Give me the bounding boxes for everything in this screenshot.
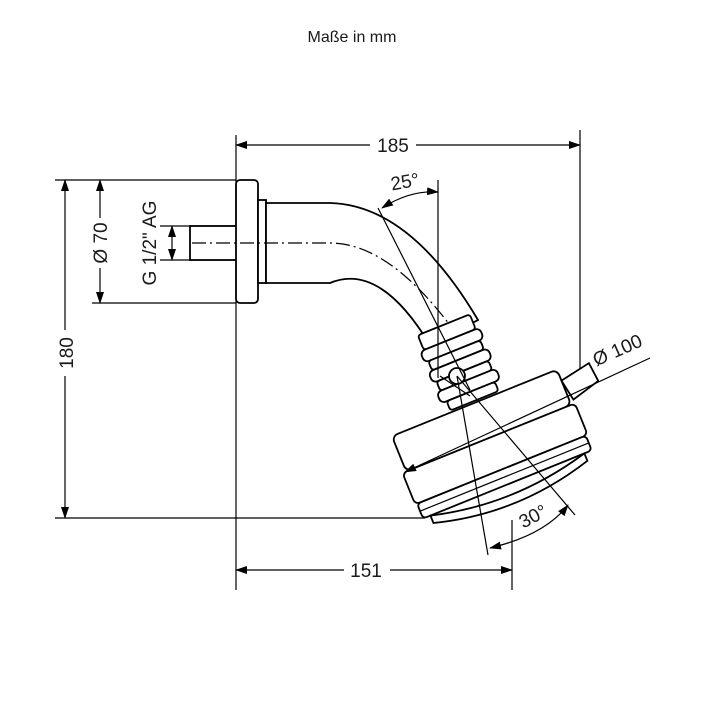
dim-thread-label: G 1/2" AG [140,201,161,286]
dim-width-total-label: 185 [377,136,409,157]
dim-width-outlet-label: 151 [350,561,382,582]
arc-angle-arm [381,187,439,209]
extension-lines [55,130,581,590]
units-caption: Maße in mm [308,29,397,46]
arc-angle-head [489,504,569,550]
dim-angle-head-label: 30° [516,501,551,533]
angle-construction-lines [377,180,576,556]
shower-fixture [189,179,600,524]
dim-height-total-label: 180 [57,337,78,369]
dim-head-diameter-label: Ø 100 [590,331,646,371]
dim-angle-arm-label: 25° [389,170,421,196]
dim-line-head-diameter [404,357,651,473]
dim-flange-diameter-label: Ø 70 [91,222,112,263]
